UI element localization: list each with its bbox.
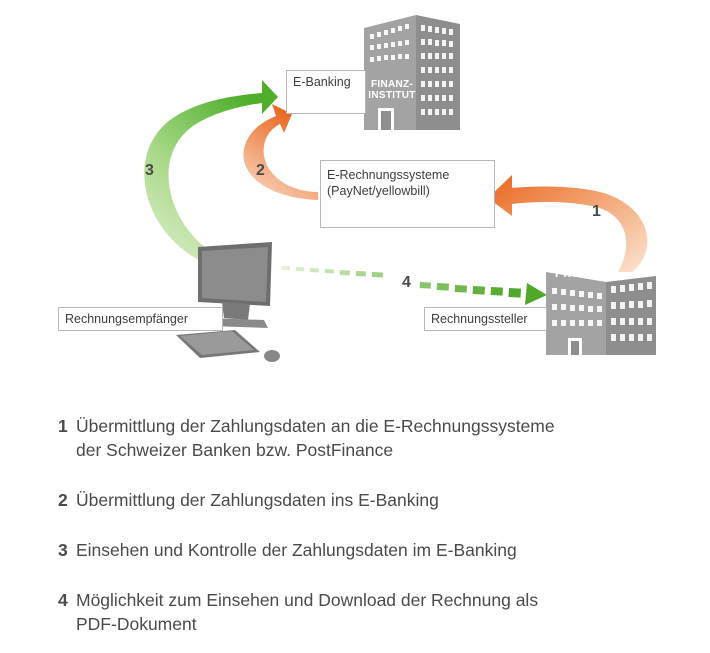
bank-building-text: FINANZ- INSTITUT [368, 79, 416, 101]
label-invoice-recipient: Rechnungsempfänger [58, 307, 223, 331]
bank-name-line2: INSTITUT [368, 90, 416, 101]
firm-building-icon [546, 272, 656, 355]
flow-diagram: E-Banking E-Rechnungssysteme (PayNet/yel… [58, 15, 656, 362]
legend-text: Übermittlung der Zahlungsdaten ins E-Ban… [76, 490, 439, 510]
firm-building-text: FIRMA [555, 266, 598, 280]
bank-building-icon [364, 15, 460, 130]
computer-icon [176, 242, 280, 362]
legend-number: 3 [58, 540, 68, 560]
arrow-4 [281, 266, 547, 305]
legend-text: Einsehen und Kontrolle der Zahlungsdaten… [76, 540, 517, 560]
legend-item-1: 1 Übermittlung der Zahlungsdaten an die … [58, 414, 678, 462]
arrow-number-2: 2 [256, 162, 265, 179]
legend-text: Übermittlung der Zahlungsdaten an die E-… [76, 416, 555, 460]
legend-number: 1 [58, 416, 68, 436]
legend-text: Möglichkeit zum Einsehen und Download de… [76, 590, 539, 634]
diagram-canvas [144, 15, 656, 362]
label-e-invoice-systems: E-Rechnungssysteme (PayNet/yellowbill) [320, 160, 495, 228]
label-e-invoice-systems-line1: E-Rechnungssysteme [327, 168, 450, 182]
legend-item-3: 3 Einsehen und Kontrolle der Zahlungsdat… [58, 538, 678, 562]
legend-item-2: 2 Übermittlung der Zahlungsdaten ins E-B… [58, 488, 678, 512]
arrow-3 [144, 80, 278, 268]
bank-name-line1: FINANZ- [370, 79, 414, 90]
arrow-number-4: 4 [402, 274, 411, 291]
legend-number: 4 [58, 590, 68, 610]
arrow-number-3: 3 [145, 162, 154, 179]
arrow-number-1: 1 [592, 203, 601, 220]
legend-item-4: 4 Möglichkeit zum Einsehen und Download … [58, 588, 678, 636]
legend-list: 1 Übermittlung der Zahlungsdaten an die … [58, 414, 678, 636]
label-ebanking: E-Banking [286, 70, 366, 114]
legend-number: 2 [58, 490, 68, 510]
label-invoice-issuer: Rechnungssteller [424, 307, 547, 331]
label-e-invoice-systems-line2: (PayNet/yellowbill) [327, 184, 430, 198]
arrow-1 [488, 175, 648, 272]
arrow-2 [243, 104, 318, 200]
